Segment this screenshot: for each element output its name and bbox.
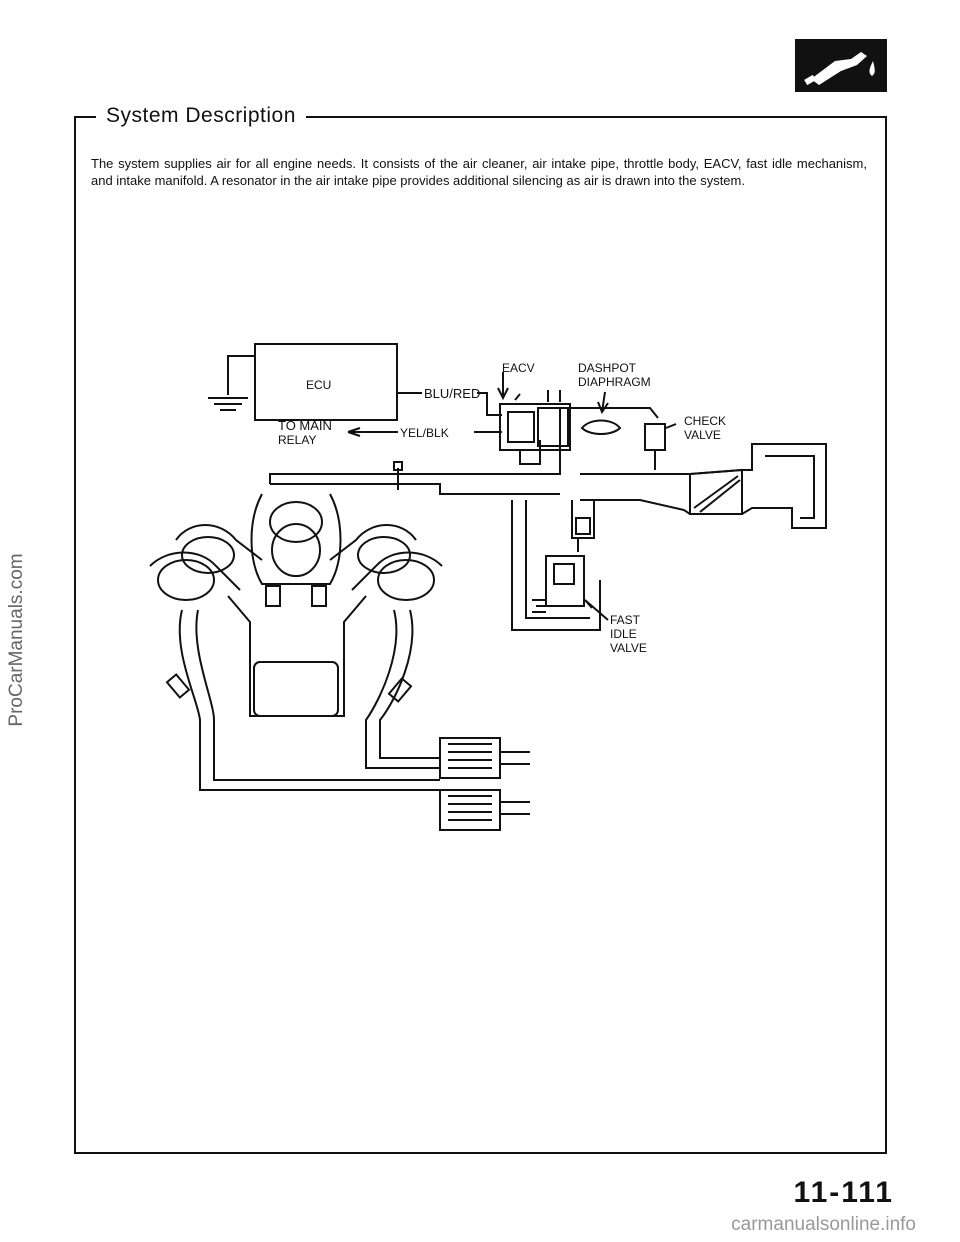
to-main-label: TO MAIN <box>278 418 332 433</box>
air-intake-system-diagram: ECU BLU/RED TO MAIN RELAY YEL/BLK EACV D… <box>149 343 827 831</box>
blu-red-label: BLU/RED <box>424 386 480 401</box>
check-label: CHECK <box>684 414 726 428</box>
page-number: 11-111 <box>793 1176 894 1209</box>
side-watermark: ProCarManuals.com <box>6 553 27 727</box>
fuel-nozzle-icon <box>795 39 887 92</box>
dashpot-label: DASHPOT <box>578 361 637 375</box>
diaphragm-label: DIAPHRAGM <box>578 375 651 389</box>
bottom-watermark: carmanualsonline.info <box>731 1214 916 1235</box>
yel-blk-label: YEL/BLK <box>400 426 449 440</box>
fast-label: FAST <box>610 613 641 627</box>
ecu-box <box>254 343 398 421</box>
section-title: System Description <box>96 101 306 131</box>
relay-label: RELAY <box>278 433 316 447</box>
ecu-label: ECU <box>306 378 331 392</box>
title-rule <box>318 116 887 118</box>
fast-idle-valve-label: VALVE <box>610 641 647 655</box>
eacv-label: EACV <box>502 361 535 375</box>
idle-label: IDLE <box>610 627 637 641</box>
system-description: The system supplies air for all engine n… <box>91 156 867 188</box>
check-valve-label: VALVE <box>684 428 721 442</box>
